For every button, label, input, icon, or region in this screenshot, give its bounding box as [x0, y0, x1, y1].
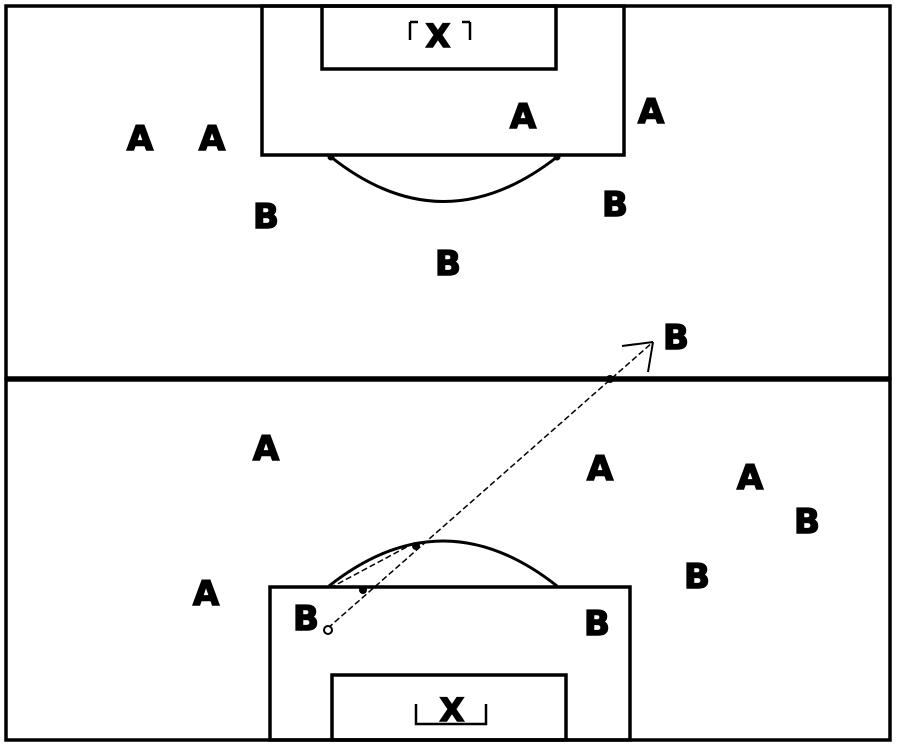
ball: [323, 625, 333, 635]
player-b: B: [663, 318, 689, 358]
top-goal-label: X: [426, 17, 451, 55]
player-a: A: [510, 97, 537, 137]
player-a: A: [199, 119, 226, 159]
player-b: B: [253, 197, 279, 237]
top-penalty-arc: [330, 155, 558, 203]
bottom-penalty-arc: [328, 539, 558, 588]
player-a: A: [253, 429, 280, 469]
arc-dot: [553, 153, 561, 161]
player-a: A: [193, 574, 220, 614]
bottom-half-boundary: [4, 378, 892, 742]
player-b: B: [794, 502, 820, 542]
pass-dot: [359, 586, 367, 594]
pass-line: [327, 341, 654, 629]
player-b: B: [435, 244, 461, 284]
run-line: [329, 541, 417, 589]
top-goal-area: [320, 4, 558, 71]
player-a: A: [638, 92, 665, 132]
pass-dot: [412, 542, 420, 550]
player-a: A: [737, 458, 764, 498]
bottom-goal-bracket: [414, 704, 488, 726]
bottom-goal-area: [330, 673, 568, 742]
player-b: B: [602, 185, 628, 225]
top-half-boundary: [4, 4, 892, 380]
arrow-head: [621, 341, 654, 373]
player-b: B: [684, 557, 710, 597]
top-goal-bracket: [408, 20, 472, 40]
player-b: B: [293, 599, 319, 639]
pass-dot: [606, 375, 614, 383]
player-a: A: [127, 119, 154, 159]
player-a: A: [587, 449, 614, 489]
arc-dot: [327, 153, 335, 161]
bottom-goal-label: X: [440, 691, 465, 729]
player-b: B: [584, 604, 610, 644]
